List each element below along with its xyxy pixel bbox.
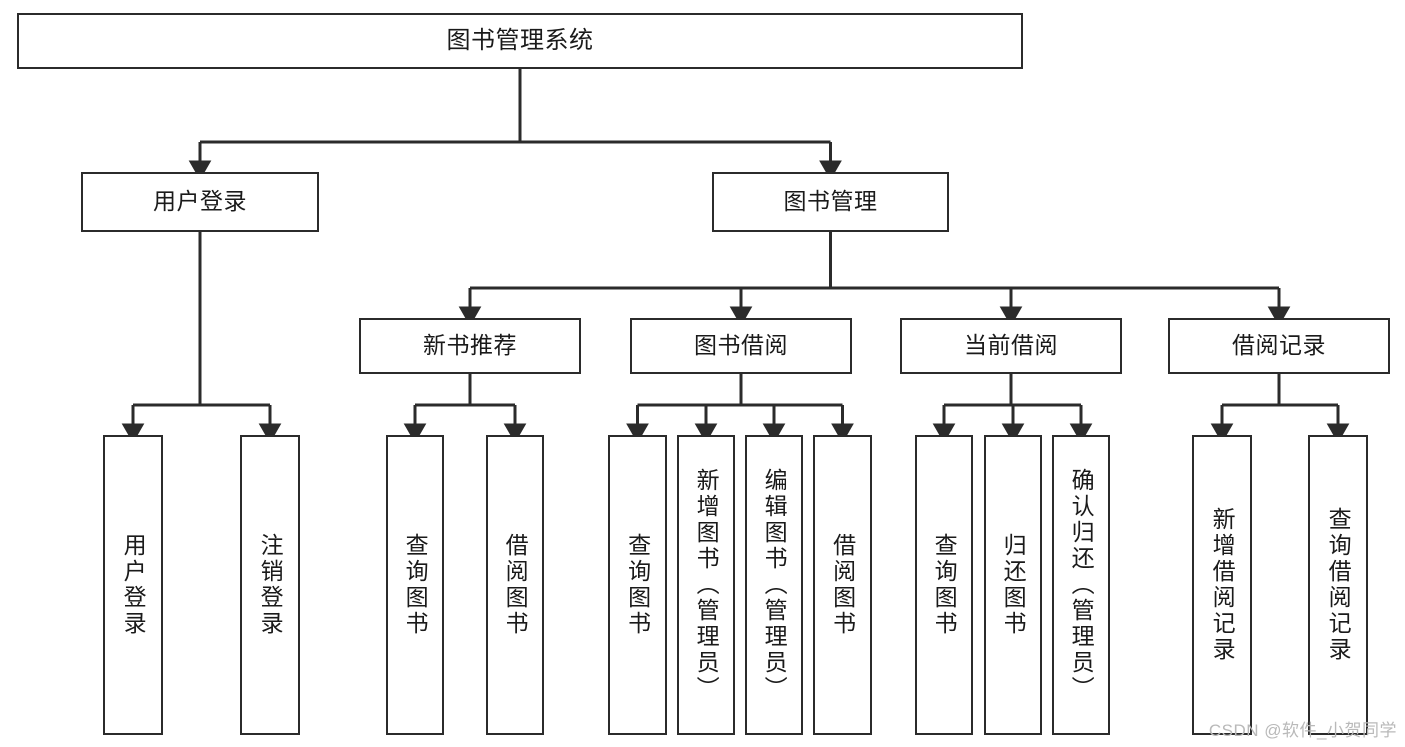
node-label: 新增图书（管理员） xyxy=(693,468,720,702)
node-new-book-recommend[interactable]: 新书推荐 xyxy=(359,318,581,374)
node-leaf-return-book[interactable]: 归还图书 xyxy=(984,435,1042,735)
node-book-borrow[interactable]: 图书借阅 xyxy=(630,318,852,374)
node-label: 查询图书 xyxy=(624,533,651,637)
node-leaf-query-book-1[interactable]: 查询图书 xyxy=(386,435,444,735)
node-leaf-add-record[interactable]: 新增借阅记录 xyxy=(1192,435,1252,735)
node-label: 查询借阅记录 xyxy=(1325,507,1352,663)
node-leaf-confirm-return[interactable]: 确认归还（管理员） xyxy=(1052,435,1110,735)
node-label: 查询图书 xyxy=(931,533,958,637)
node-leaf-query-record[interactable]: 查询借阅记录 xyxy=(1308,435,1368,735)
node-leaf-borrow-book-2[interactable]: 借阅图书 xyxy=(813,435,872,735)
node-borrow-record[interactable]: 借阅记录 xyxy=(1168,318,1390,374)
node-label: 图书管理系统 xyxy=(446,26,594,54)
node-label: 图书管理 xyxy=(783,188,878,215)
node-label: 归还图书 xyxy=(1000,533,1027,637)
node-label: 新增借阅记录 xyxy=(1209,507,1236,663)
node-leaf-query-book-3[interactable]: 查询图书 xyxy=(915,435,973,735)
node-label: 借阅图书 xyxy=(502,533,529,637)
node-leaf-add-book[interactable]: 新增图书（管理员） xyxy=(677,435,735,735)
node-label: 注销登录 xyxy=(257,533,284,637)
node-label: 图书借阅 xyxy=(694,332,788,359)
node-label: 用户登录 xyxy=(153,188,247,215)
node-label: 查询图书 xyxy=(402,533,429,637)
node-label: 编辑图书（管理员） xyxy=(761,468,788,702)
node-leaf-query-book-2[interactable]: 查询图书 xyxy=(608,435,667,735)
node-user-login[interactable]: 用户登录 xyxy=(81,172,319,232)
node-book-manage[interactable]: 图书管理 xyxy=(712,172,949,232)
node-root[interactable]: 图书管理系统 xyxy=(17,13,1023,69)
watermark-text: CSDN @软件_小贺同学 xyxy=(1208,721,1397,740)
node-leaf-edit-book[interactable]: 编辑图书（管理员） xyxy=(745,435,803,735)
node-label: 用户登录 xyxy=(120,533,147,637)
node-leaf-user-login[interactable]: 用户登录 xyxy=(103,435,163,735)
node-label: 确认归还（管理员） xyxy=(1068,468,1095,702)
node-label: 当前借阅 xyxy=(964,332,1058,359)
node-leaf-borrow-book-1[interactable]: 借阅图书 xyxy=(486,435,544,735)
node-label: 借阅图书 xyxy=(829,533,856,637)
node-label: 新书推荐 xyxy=(423,332,517,359)
node-current-borrow[interactable]: 当前借阅 xyxy=(900,318,1122,374)
node-label: 借阅记录 xyxy=(1232,332,1326,359)
node-leaf-user-logout[interactable]: 注销登录 xyxy=(240,435,300,735)
